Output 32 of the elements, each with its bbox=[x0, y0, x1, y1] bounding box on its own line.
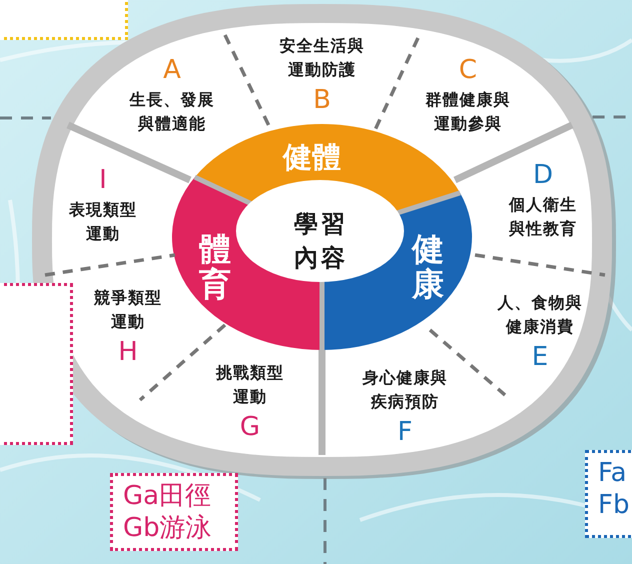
sector-letter: F bbox=[398, 417, 412, 447]
sector-title: 群體健康與運動參與 bbox=[424, 89, 512, 135]
connector-line bbox=[0, 116, 51, 120]
sector-title: 人、食物與健康消費 bbox=[496, 292, 584, 338]
note-text: Gb游泳 bbox=[123, 512, 213, 544]
sector-letter: B bbox=[313, 85, 331, 115]
note-text: Fa bbox=[598, 457, 628, 489]
sector-title: 表現類型運動 bbox=[68, 199, 138, 245]
sector-title: 競爭類型運動 bbox=[92, 287, 163, 333]
note-box bbox=[585, 450, 632, 538]
sector-letter: H bbox=[118, 337, 138, 367]
sector-title: 身心健康與疾病預防 bbox=[362, 367, 448, 413]
sector-title: 安全生活與運動防護 bbox=[278, 35, 366, 81]
sector-letter: C bbox=[458, 55, 478, 85]
note-text: Ga田徑 bbox=[123, 480, 212, 512]
sector-letter: D bbox=[532, 160, 554, 190]
sector-title: 挑戰類型運動 bbox=[214, 362, 285, 408]
sector-letter: A bbox=[163, 55, 181, 85]
empty-box bbox=[0, 0, 128, 40]
note-box bbox=[110, 473, 238, 551]
center-title: 學習內容 bbox=[293, 209, 349, 274]
ring-title: 健康 bbox=[412, 232, 444, 302]
empty-box bbox=[0, 283, 73, 445]
connector-line bbox=[324, 478, 326, 564]
sector-letter: I bbox=[99, 165, 107, 195]
ring-title: 體育 bbox=[199, 232, 231, 302]
ring-title: 健體 bbox=[283, 140, 341, 174]
sector-letter: G bbox=[240, 412, 260, 442]
sector-title: 個人衛生與性教育 bbox=[508, 194, 578, 240]
note-text: Fb bbox=[598, 489, 630, 521]
sector-title: 生長、發展與體適能 bbox=[128, 89, 216, 135]
sector-letter: E bbox=[532, 342, 548, 372]
